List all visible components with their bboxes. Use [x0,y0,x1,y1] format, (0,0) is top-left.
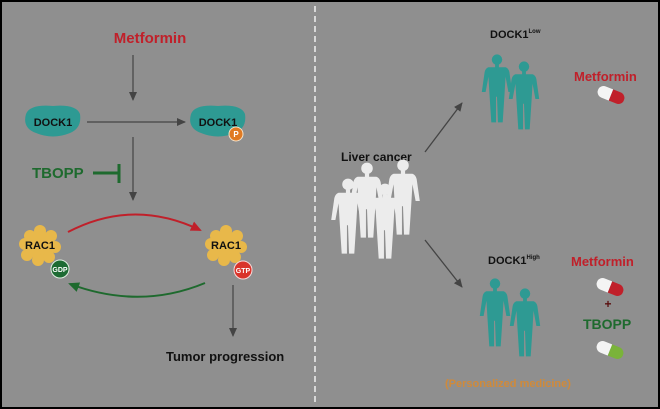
dock1-left-label: DOCK1 [34,117,73,129]
gtp-badge-label: GTP [236,268,251,275]
metformin-label: Metformin [114,30,187,47]
rac1-right-label: RAC1 [211,240,241,252]
tbopp-label-right: TBOPP [583,316,631,332]
inactivation-arrow [68,282,206,298]
personalized-medicine-label: (Personalized medicine) [445,378,571,390]
gdp-badge [50,259,70,279]
metformin-bottom-label: Metformin [571,254,634,269]
gdp-badge-label: GDP [52,267,68,274]
dock1-left-node: DOCK1 [25,105,81,137]
phospho-badge-label: P [233,130,239,139]
activation-arrow [67,213,202,233]
inhibition-bar-icon [93,164,121,183]
to-low-arrow [424,102,463,153]
tumor-progression-label: Tumor progression [166,349,284,364]
dock1-right-label: DOCK1 [199,117,238,129]
plus-sign: + [604,297,611,311]
to-high-arrow [424,239,463,288]
rac1-left-label: RAC1 [25,240,55,252]
liver-cancer-label: Liver cancer [341,150,412,164]
gtp-badge [233,260,253,280]
rac1-gtp-node: RAC1 GTP [205,225,253,280]
dock1-low-label: DOCK1Low [490,29,541,41]
tbopp-label-left: TBOPP [32,165,84,182]
capsule-icon [597,86,625,104]
phospho-badge [228,126,244,142]
capsule-icon [596,278,624,296]
rac1-gdp-node: RAC1 GDP [19,225,70,279]
capsule-icon [596,341,624,359]
dock1-high-label: DOCK1High [488,255,540,267]
metformin-top-label: Metformin [574,69,637,84]
dock1-right-node: DOCK1 P [190,105,246,142]
